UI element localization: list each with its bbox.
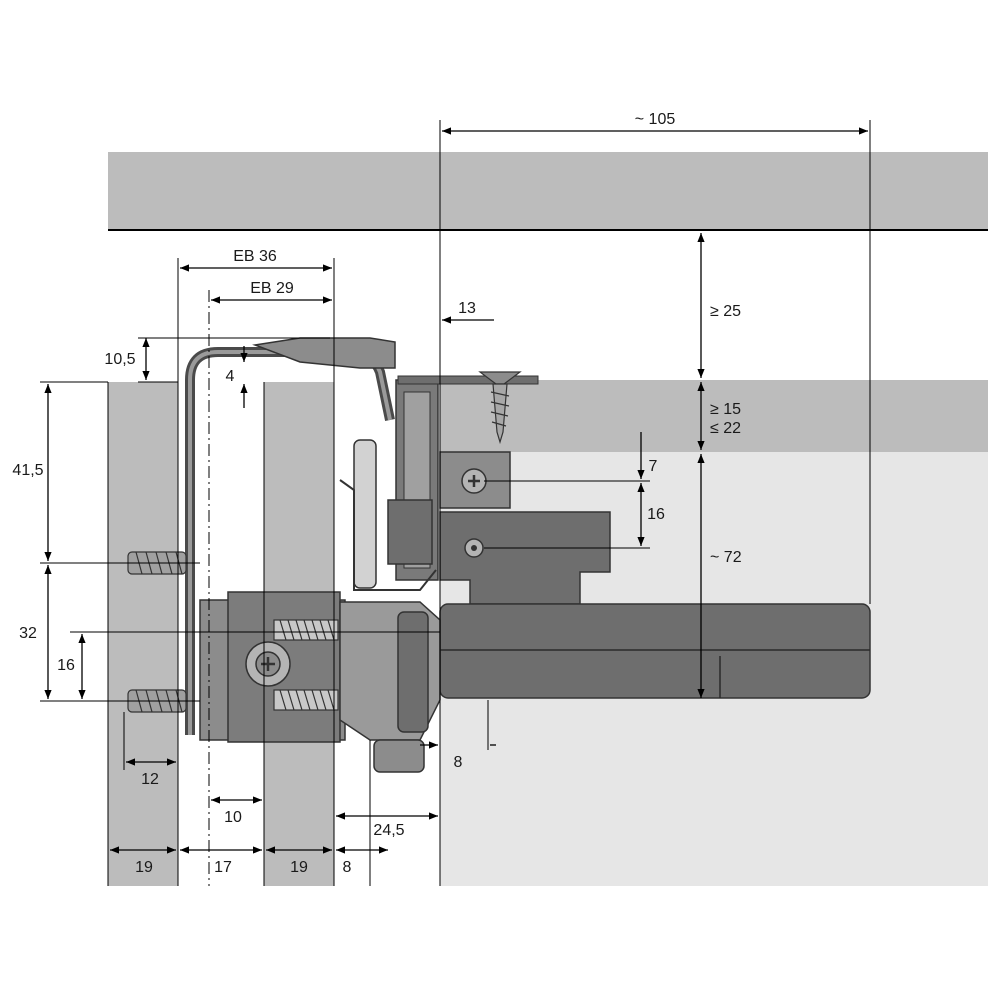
dim-label-16-right: 16 (647, 506, 665, 523)
dim-label-ge25: ≥ 25 (710, 303, 741, 320)
spring-upper (273, 619, 339, 641)
dim-label-32: 32 (19, 625, 37, 642)
dim-label-eb29: EB 29 (250, 280, 294, 297)
left-side-panel-1 (108, 382, 178, 886)
dim-label-105: ~ 105 (635, 111, 676, 128)
dim-label-8-right: 8 (454, 754, 463, 771)
dim-label-8-bottom: 8 (343, 859, 352, 876)
dim-label-13: 13 (458, 300, 476, 317)
dim-label-10: 10 (224, 809, 242, 826)
runner-hardware (127, 337, 871, 773)
dim-label-7: 7 (649, 458, 658, 475)
top-cabinet-panel (108, 152, 988, 230)
wood-screw (478, 371, 522, 445)
spring-lower (273, 689, 339, 711)
dim-label-16-left: 16 (57, 657, 75, 674)
dim-label-19-b: 19 (290, 859, 308, 876)
screw-head-upper (461, 468, 487, 494)
dim-label-41-5: 41,5 (12, 462, 43, 479)
runner-block (387, 499, 433, 565)
dim-label-19-a: 19 (135, 859, 153, 876)
drawer-side-rail (439, 603, 871, 699)
dim-label-10-5: 10,5 (104, 351, 135, 368)
dim-label-4: 4 (226, 368, 235, 385)
dim-label-72: ~ 72 (710, 549, 742, 566)
locking-cam (245, 641, 291, 687)
dim-label-eb36: EB 36 (233, 248, 277, 265)
dim-label-12: 12 (141, 771, 159, 788)
screw-head-lower (464, 538, 484, 558)
front-fixing-plate (397, 375, 539, 385)
dim-label-24-5: 24,5 (373, 822, 404, 839)
drawer-front-panel (440, 380, 988, 452)
dimension-lines (44, 127, 868, 854)
roller-element (353, 439, 377, 589)
adjustment-knob (373, 739, 425, 773)
coupling-pin (397, 611, 429, 733)
top-clip (252, 337, 396, 369)
dim-label-17: 17 (214, 859, 232, 876)
extension-lines (40, 120, 871, 886)
dim-label-ge15: ≥ 15 (710, 401, 741, 418)
dim-label-le22: ≤ 22 (710, 420, 741, 437)
